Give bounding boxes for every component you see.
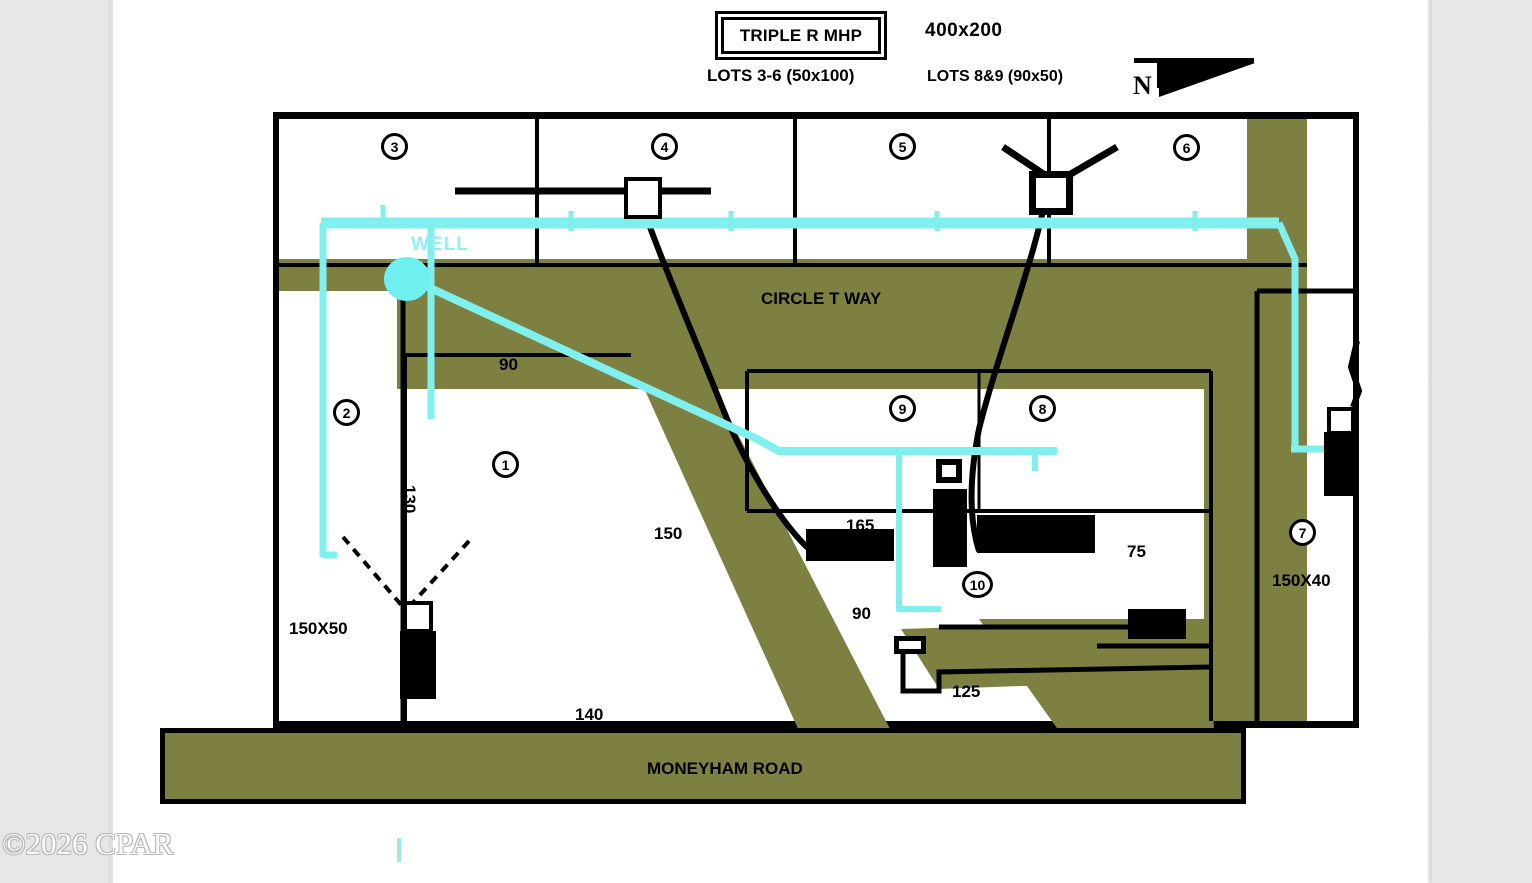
circle-t-way-band <box>279 259 1307 291</box>
circle-t-way-label: CIRCLE T WAY <box>761 289 882 308</box>
lot-badge-7: 7 <box>1289 519 1316 546</box>
lot-badge-1-label: 1 <box>501 456 510 473</box>
structure-lot-7-porch <box>1327 407 1355 435</box>
overall-dimensions-label: 400x200 <box>925 20 1003 41</box>
north-arrow-icon <box>1134 58 1255 97</box>
lot-badge-4: 4 <box>651 133 678 160</box>
structure-lot-10-home <box>933 489 967 567</box>
lot-badge-10-label: 10 <box>969 576 986 593</box>
lot-badge-4-label: 4 <box>660 138 669 155</box>
site-plan-drawing: WELL CIRCLE T WAY 3 4 5 6 2 1 9 <box>273 112 1363 731</box>
lot-badge-9: 9 <box>889 395 916 422</box>
lot-badge-8: 8 <box>1029 395 1056 422</box>
lots-8-9-label: LOTS 8&9 (90x50) <box>927 68 1064 85</box>
lot-badge-8-label: 8 <box>1038 400 1047 417</box>
lot-badge-1: 1 <box>492 451 519 478</box>
lot-badge-3: 3 <box>381 133 408 160</box>
lot-badge-9-label: 9 <box>898 400 907 417</box>
lot-badge-3-label: 3 <box>390 138 399 155</box>
dim-90-upper: 90 <box>499 355 518 374</box>
structure-lot-7-home <box>1324 432 1358 496</box>
park-title: TRIPLE R MHP <box>739 25 863 45</box>
copyright-watermark: ©2026 CPAR <box>2 826 174 861</box>
moneyham-road-band: MONEYHAM ROAD <box>160 728 1246 804</box>
lot-badge-5: 5 <box>889 133 916 160</box>
structure-lot-8-home <box>977 515 1095 553</box>
lot-badge-10: 10 <box>962 571 993 598</box>
structure-lot-5 <box>1029 171 1073 215</box>
dim-165: 165 <box>846 516 875 535</box>
structure-lot-1-home <box>400 631 436 699</box>
plan-inner: WELL CIRCLE T WAY 3 4 5 6 2 1 9 <box>279 119 1363 731</box>
lot-badge-5-label: 5 <box>898 138 907 155</box>
lot7-left-olive <box>1204 389 1254 721</box>
site-plan-page: TRIPLE R MHP 400x200 LOTS 3-6 (50x100) L… <box>109 0 1432 883</box>
lot-badge-2-label: 2 <box>342 404 351 421</box>
well-label: WELL <box>411 234 469 255</box>
lot-badge-6-label: 6 <box>1182 139 1191 156</box>
well-marker-icon <box>384 257 430 301</box>
dim-150x40: 150X40 <box>1272 571 1331 590</box>
dim-150x50: 150X50 <box>289 619 348 638</box>
structure-lot-4 <box>624 177 662 219</box>
dim-150-diag: 150 <box>654 524 683 543</box>
water-line-network <box>319 205 1327 612</box>
structure-shed-small <box>894 636 926 654</box>
structure-lot-10-porch <box>936 459 962 483</box>
lot-badge-6: 6 <box>1173 134 1200 161</box>
lots-3-6-label: LOTS 3-6 (50x100) <box>707 66 855 85</box>
right-olive-strip <box>1247 119 1307 721</box>
dim-90-lower: 90 <box>852 604 871 623</box>
diagonal-driveway <box>629 355 1214 731</box>
lot-badge-2: 2 <box>333 399 360 426</box>
north-arrow: N <box>1129 53 1259 101</box>
dim-125: 125 <box>952 682 981 701</box>
stray-cyan-mark <box>397 838 401 862</box>
structure-lot-1-porch <box>403 601 433 633</box>
dim-140: 140 <box>575 705 604 724</box>
structure-lot-9-home <box>806 529 894 561</box>
moneyham-road-label: MONEYHAM ROAD <box>647 759 803 778</box>
park-title-box: TRIPLE R MHP <box>721 17 881 54</box>
lot-badge-7-label: 7 <box>1298 524 1307 541</box>
dim-130: 130 <box>400 485 419 514</box>
structure-shed-bottom-right <box>1128 609 1186 639</box>
north-letter: N <box>1133 71 1152 100</box>
dim-75: 75 <box>1127 542 1146 561</box>
plan-linework <box>279 119 1363 721</box>
